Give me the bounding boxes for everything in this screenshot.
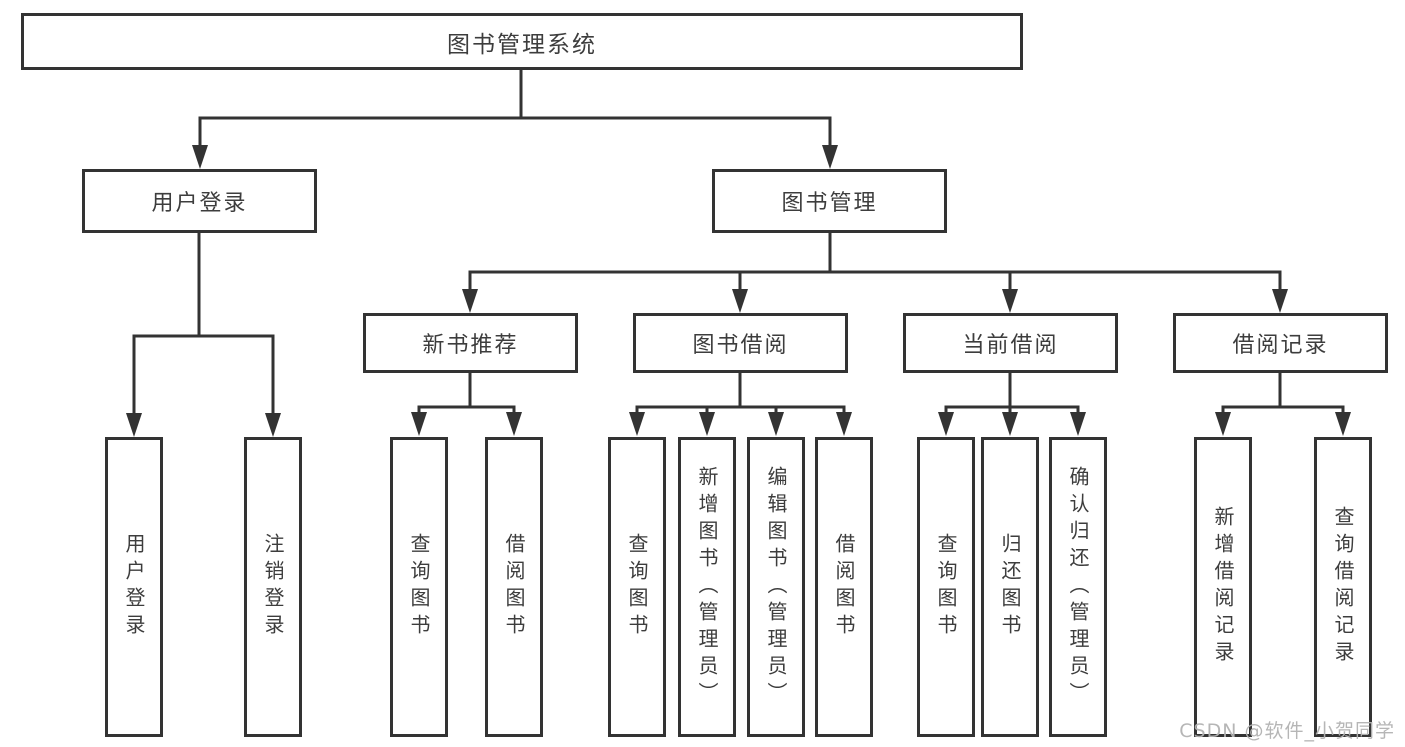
connector-segments [132, 65, 1345, 417]
node-label: 新书推荐 [422, 333, 519, 358]
leaf-query-borrow-record: 查询借阅记录 [1314, 437, 1372, 737]
leaf-label: 确认归还（管理员） [1066, 465, 1090, 709]
leaf-query-books-borrowing: 查询图书 [608, 437, 666, 737]
arrowheads [126, 145, 1351, 437]
leaf-label: 查询图书 [934, 533, 958, 641]
node-new-book-recommend: 新书推荐 [363, 313, 578, 373]
leaf-add-books-admin: 新增图书（管理员） [678, 437, 736, 737]
node-library-management-system: 图书管理系统 [21, 13, 1023, 70]
node-label: 用户登录 [151, 191, 248, 216]
node-label: 图书管理 [781, 191, 878, 216]
csdn-watermark: CSDN @软件_小贺同学 [1179, 720, 1395, 742]
leaf-label: 借阅图书 [502, 533, 526, 641]
leaf-query-books-current: 查询图书 [917, 437, 975, 737]
leaf-label: 借阅图书 [832, 533, 856, 641]
node-book-management: 图书管理 [712, 169, 947, 233]
leaf-label: 新增图书（管理员） [695, 465, 719, 709]
node-current-borrowing: 当前借阅 [903, 313, 1118, 373]
leaf-label: 查询图书 [407, 533, 431, 641]
leaf-label: 用户登录 [122, 533, 146, 641]
node-book-borrowing: 图书借阅 [633, 313, 848, 373]
leaf-label: 注销登录 [261, 533, 285, 641]
node-user-login-group: 用户登录 [82, 169, 317, 233]
leaf-query-books-recommend: 查询图书 [390, 437, 448, 737]
leaf-return-books: 归还图书 [981, 437, 1039, 737]
node-label: 借阅记录 [1232, 333, 1329, 358]
node-borrowing-records: 借阅记录 [1173, 313, 1388, 373]
leaf-edit-books-admin: 编辑图书（管理员） [747, 437, 805, 737]
node-root-label: 图书管理系统 [447, 31, 597, 58]
node-label: 当前借阅 [962, 333, 1059, 358]
leaf-label: 归还图书 [998, 533, 1022, 641]
leaf-logout: 注销登录 [244, 437, 302, 737]
leaf-label: 查询图书 [625, 533, 649, 641]
leaf-borrow-books-recommend: 借阅图书 [485, 437, 543, 737]
leaf-label: 查询借阅记录 [1331, 506, 1355, 668]
leaf-user-login: 用户登录 [105, 437, 163, 737]
leaf-add-borrow-record: 新增借阅记录 [1194, 437, 1252, 737]
leaf-borrow-books-borrowing: 借阅图书 [815, 437, 873, 737]
leaf-confirm-return-admin: 确认归还（管理员） [1049, 437, 1107, 737]
leaf-label: 新增借阅记录 [1211, 506, 1235, 668]
leaf-label: 编辑图书（管理员） [764, 465, 788, 709]
node-label: 图书借阅 [692, 333, 789, 358]
